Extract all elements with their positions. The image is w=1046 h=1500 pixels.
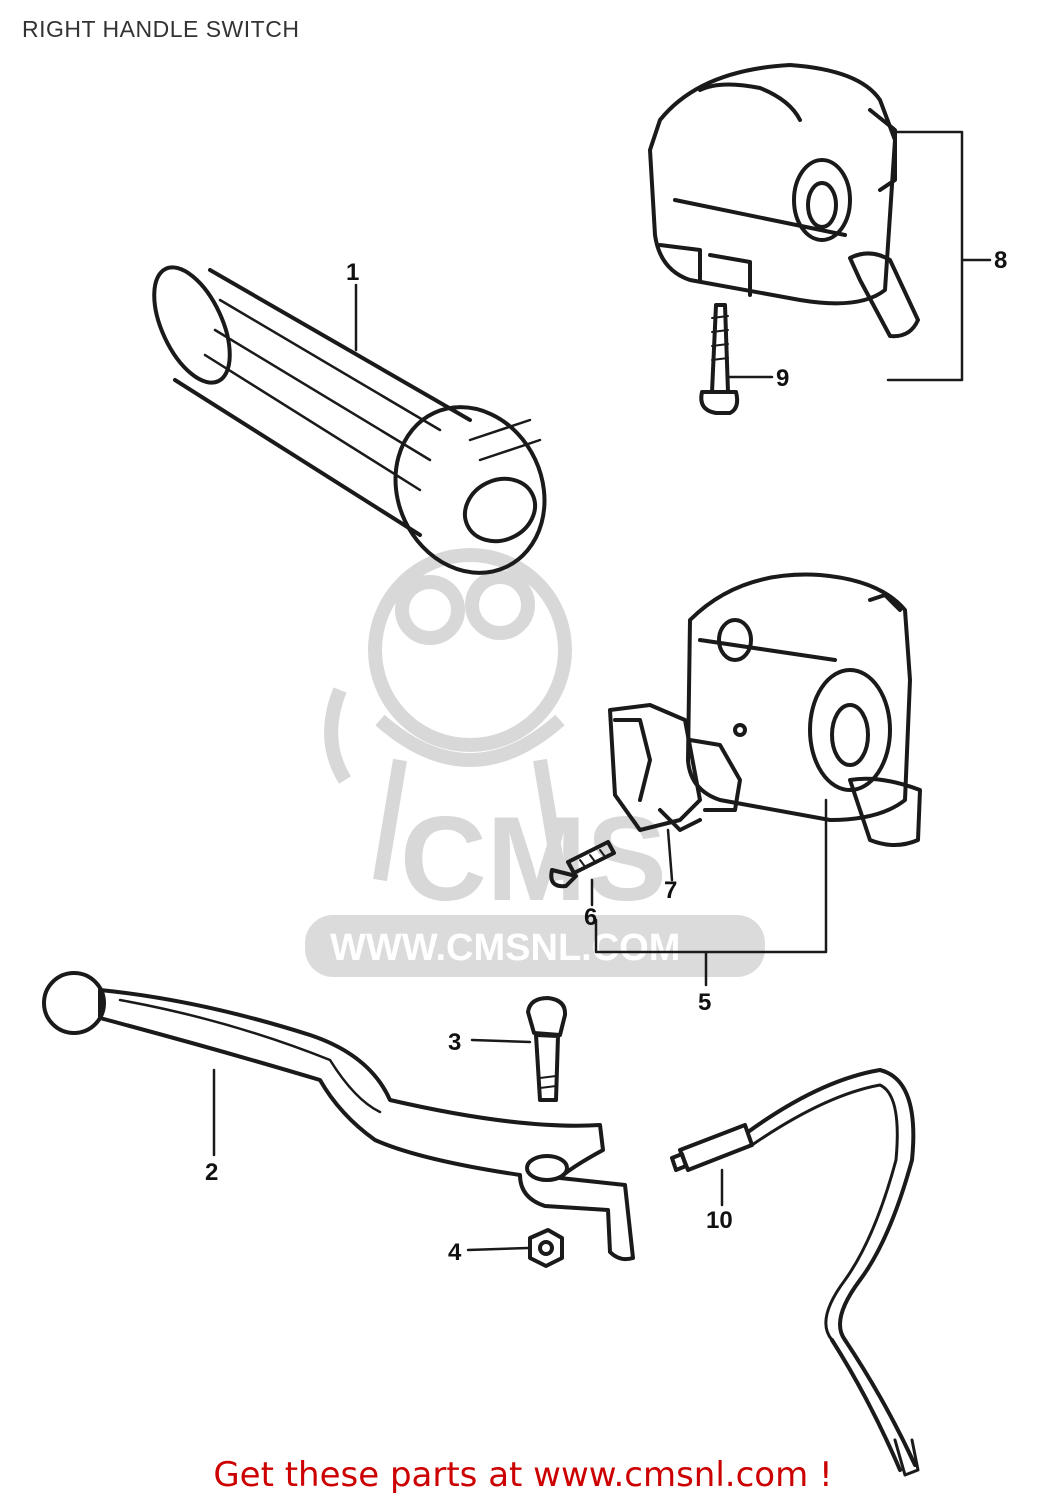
leader-lines (212, 130, 992, 1252)
leader-4 (466, 1246, 530, 1252)
footer-link[interactable]: Get these parts at www.cmsnl.com ! (213, 1455, 833, 1495)
callout-4: 4 (448, 1239, 462, 1266)
watermark-url-bar (305, 915, 765, 977)
screw-icon[interactable] (699, 303, 740, 415)
callout-8: 8 (994, 247, 1007, 274)
leader-bracket-5 (594, 798, 828, 987)
callout-3: 3 (448, 1029, 461, 1056)
leader-3 (470, 1038, 532, 1044)
screw-icon[interactable] (549, 840, 616, 889)
callout-7: 7 (664, 877, 677, 904)
callout-5: 5 (698, 989, 711, 1016)
callout-2: 2 (205, 1159, 218, 1186)
watermark-url: WWW.CMSNL.COM (330, 927, 680, 969)
callout-9: 9 (776, 365, 789, 392)
switch-assembly-icon[interactable] (686, 572, 922, 847)
brake-light-switch-icon[interactable] (670, 1068, 920, 1477)
bolt-icon[interactable] (526, 996, 568, 1102)
callout-6: 6 (584, 904, 597, 931)
callout-1: 1 (346, 259, 359, 286)
watermark: CMS WWW.CMSNL.COM (305, 548, 765, 977)
grip-icon[interactable] (139, 256, 572, 597)
leader-bracket-8 (886, 130, 992, 382)
brake-lever-icon[interactable] (42, 971, 635, 1262)
switch-housing-icon[interactable] (648, 63, 920, 339)
watermark-mascot-icon (324, 548, 572, 882)
leader-7 (666, 828, 674, 882)
nut-icon[interactable] (528, 1228, 564, 1268)
callout-10: 10 (706, 1207, 733, 1234)
switch-block-icon[interactable] (608, 703, 742, 832)
watermark-logo: CMS (400, 792, 667, 926)
page-title: RIGHT HANDLE SWITCH (22, 16, 300, 42)
